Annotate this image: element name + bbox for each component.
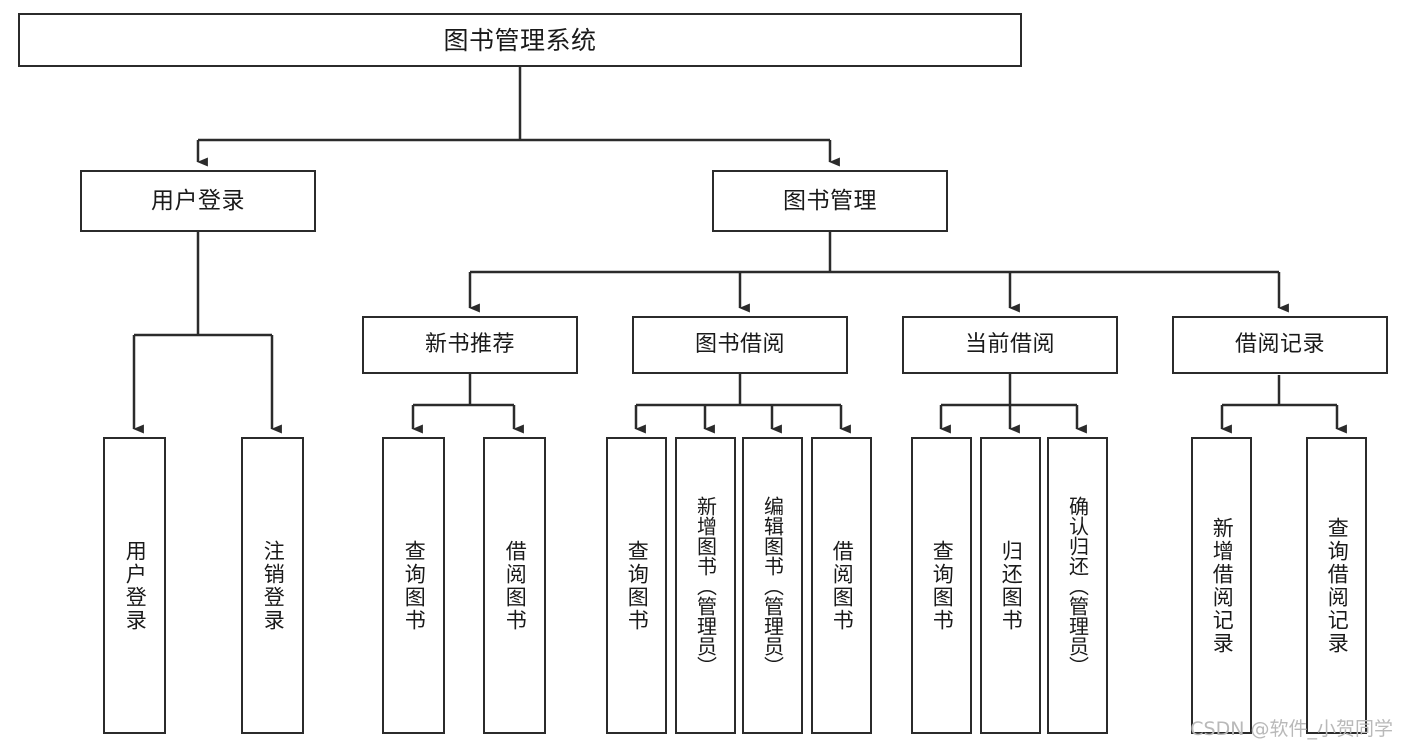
leaf-borrow-query-book-label: 查询图书 — [625, 539, 650, 632]
leaf-query-borrow-record[interactable]: 查询借阅记录 — [1306, 437, 1367, 734]
leaf-borrow-book[interactable]: 借阅图书 — [811, 437, 872, 734]
leaf-new-book-query-label: 查询图书 — [402, 539, 427, 632]
leaf-add-book-admin-label: 新增图书（管理员） — [693, 495, 718, 676]
node-book-borrow[interactable]: 图书借阅 — [632, 316, 848, 374]
leaf-edit-book-admin[interactable]: 编辑图书（管理员） — [742, 437, 803, 734]
node-root[interactable]: 图书管理系统 — [18, 13, 1022, 67]
leaf-return-book-label: 归还图书 — [999, 539, 1024, 632]
leaf-current-query-book-label: 查询图书 — [930, 539, 955, 632]
leaf-new-book-query[interactable]: 查询图书 — [382, 437, 445, 734]
node-book-management[interactable]: 图书管理 — [712, 170, 948, 232]
node-user-login[interactable]: 用户登录 — [80, 170, 316, 232]
leaf-borrow-query-book[interactable]: 查询图书 — [606, 437, 667, 734]
leaf-confirm-return-admin[interactable]: 确认归还（管理员） — [1047, 437, 1108, 734]
leaf-edit-book-admin-label: 编辑图书（管理员） — [760, 495, 785, 676]
leaf-current-query-book[interactable]: 查询图书 — [911, 437, 972, 734]
leaf-confirm-return-admin-label: 确认归还（管理员） — [1065, 495, 1090, 676]
node-user-login-label: 用户登录 — [151, 187, 245, 214]
node-root-label: 图书管理系统 — [443, 25, 597, 55]
leaf-add-book-admin[interactable]: 新增图书（管理员） — [675, 437, 736, 734]
leaf-borrow-book-label: 借阅图书 — [830, 539, 855, 632]
leaf-query-borrow-record-label: 查询借阅记录 — [1325, 516, 1350, 655]
leaf-add-borrow-record[interactable]: 新增借阅记录 — [1191, 437, 1252, 734]
node-new-book-recommend-label: 新书推荐 — [424, 332, 515, 357]
leaf-logout[interactable]: 注销登录 — [241, 437, 304, 734]
leaf-user-login[interactable]: 用户登录 — [103, 437, 166, 734]
node-current-borrow-label: 当前借阅 — [964, 332, 1055, 357]
node-borrow-records-label: 借阅记录 — [1234, 332, 1325, 357]
node-book-management-label: 图书管理 — [783, 187, 877, 214]
csdn-watermark: CSDN @软件_小贺同学 — [1190, 718, 1393, 740]
node-new-book-recommend[interactable]: 新书推荐 — [362, 316, 578, 374]
leaf-add-borrow-record-label: 新增借阅记录 — [1210, 516, 1235, 655]
leaf-new-book-borrow-label: 借阅图书 — [503, 539, 528, 632]
leaf-new-book-borrow[interactable]: 借阅图书 — [483, 437, 546, 734]
leaf-user-login-label: 用户登录 — [123, 539, 148, 632]
leaf-logout-label: 注销登录 — [261, 539, 286, 632]
node-book-borrow-label: 图书借阅 — [694, 332, 785, 357]
node-current-borrow[interactable]: 当前借阅 — [902, 316, 1118, 374]
leaf-return-book[interactable]: 归还图书 — [980, 437, 1041, 734]
node-borrow-records[interactable]: 借阅记录 — [1172, 316, 1388, 374]
